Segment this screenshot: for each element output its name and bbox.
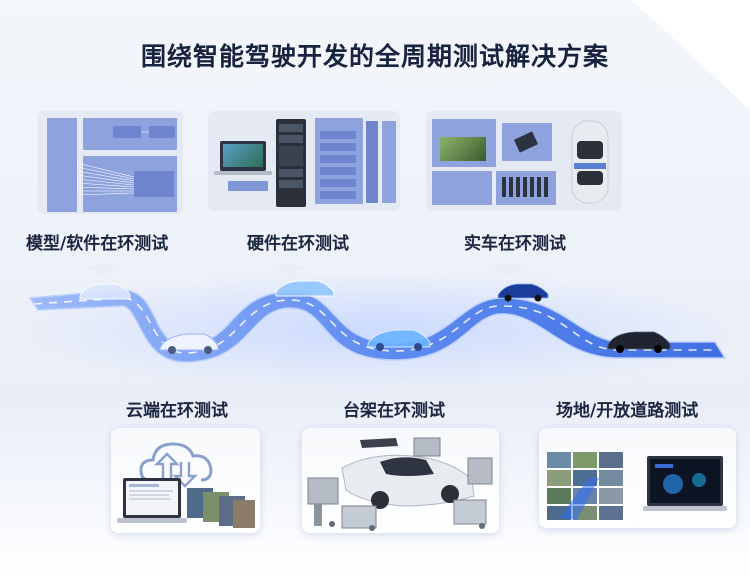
pointer-top-1 xyxy=(84,265,120,277)
pointer-bottom-3 xyxy=(626,378,658,392)
car-5-icon xyxy=(497,283,549,302)
car-1-icon xyxy=(79,283,131,300)
pointer-bottom-1 xyxy=(168,378,200,392)
pointer-top-2 xyxy=(272,265,308,277)
panel-vehicle xyxy=(426,111,622,211)
stage-label-model-software: 模型/软件在环测试 xyxy=(26,234,169,254)
car-2-icon xyxy=(159,333,219,354)
car-6-icon xyxy=(607,331,671,353)
vehicle-test-icon xyxy=(426,111,622,211)
car-3-icon xyxy=(275,280,335,297)
car-4-icon xyxy=(367,329,431,351)
stage-label-cloud: 云端在环测试 xyxy=(126,401,228,421)
stage-label-bench: 台架在环测试 xyxy=(343,401,445,421)
panel-model-software xyxy=(38,111,183,214)
cloud-upload-icon xyxy=(117,442,255,528)
test-bench-car-icon xyxy=(307,437,493,531)
stage-label-hardware: 硬件在环测试 xyxy=(247,234,349,254)
hil-cabinet-icon xyxy=(208,111,400,211)
stage-label-road: 场地/开放道路测试 xyxy=(556,401,699,421)
block-diagram-icon xyxy=(38,111,183,214)
stage-label-vehicle: 实车在环测试 xyxy=(464,234,566,254)
page-title: 围绕智能驾驶开发的全周期测试解决方案 xyxy=(140,42,609,71)
panel-road xyxy=(539,428,736,528)
road-test-monitor-icon xyxy=(547,452,727,520)
pointer-top-3 xyxy=(490,265,526,277)
panel-bench xyxy=(302,428,499,533)
panel-hardware xyxy=(208,111,400,211)
pointer-bottom-2 xyxy=(388,378,420,392)
panel-cloud xyxy=(111,428,260,533)
